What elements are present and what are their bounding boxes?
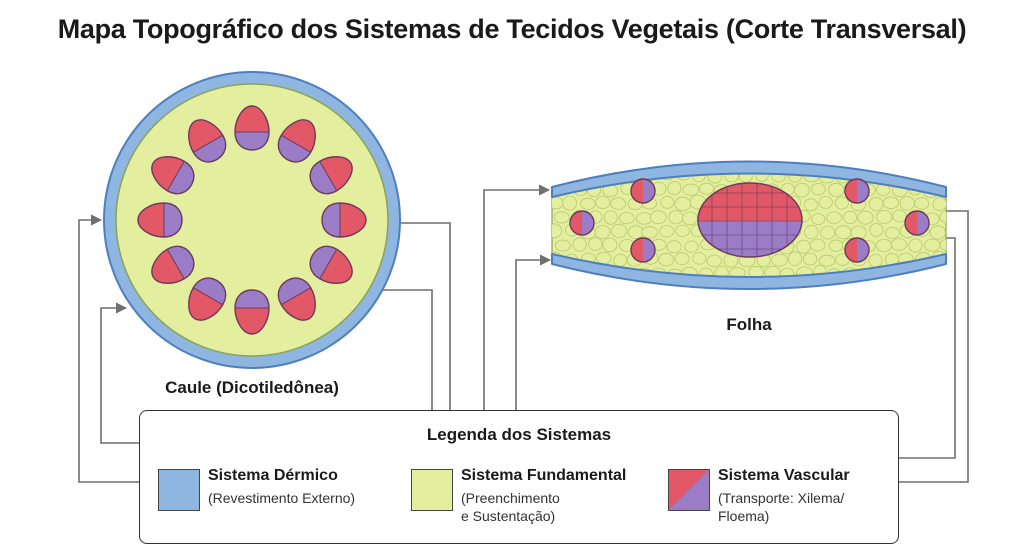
- leaf-vascular-bundle: [569, 210, 595, 236]
- connector-stem-dermal: [78, 214, 139, 483]
- legend-box: Legenda dos Sistemas Sistema Dérmico (Re…: [139, 410, 899, 544]
- stem-vascular-bundle: [151, 156, 195, 195]
- leaf-vascular-bundle: [630, 178, 656, 204]
- stem-vascular-bundle: [234, 105, 270, 151]
- legend-swatch-vascular: [668, 469, 710, 511]
- stem-vascular-bundle: [309, 156, 353, 195]
- leaf-cross-section: [551, 160, 947, 290]
- leaf-lower-epidermis: [551, 253, 947, 290]
- stem-vascular-bundles: [137, 105, 367, 335]
- stem-vascular-bundle: [309, 245, 353, 284]
- legend-desc-ground: (Preenchimento e Sustentação): [461, 490, 560, 524]
- legend-name-vascular: Sistema Vascular: [718, 467, 850, 484]
- connector-leaf-ground: [515, 254, 552, 410]
- diagram-title: Mapa Topográfico dos Sistemas de Tecidos…: [57, 14, 967, 44]
- connector-stem-ground: [100, 302, 139, 444]
- stem-cross-section: [103, 71, 401, 369]
- leaf-vascular-bundle: [844, 178, 870, 204]
- stem-vascular-bundle: [321, 202, 367, 238]
- leaf-label: Folha: [726, 315, 772, 334]
- legend-name-ground: Sistema Fundamental: [461, 467, 627, 484]
- stem-label: Caule (Dicotiledônea): [165, 378, 339, 397]
- legend-desc-vascular: (Transporte: Xilema/ Floema): [718, 490, 845, 524]
- stem-vascular-bundle: [188, 119, 227, 163]
- legend-name-dermal: Sistema Dérmico: [208, 467, 338, 484]
- legend-swatch-ground: [411, 469, 453, 511]
- leaf-vascular-bundle: [630, 237, 656, 263]
- stem-vascular-bundle: [151, 245, 195, 284]
- legend-desc-dermal: (Revestimento Externo): [208, 490, 356, 506]
- stem-vascular-bundle: [234, 289, 270, 335]
- leaf-vascular-bundle: [844, 237, 870, 263]
- legend-swatch-dermal: [158, 469, 200, 511]
- connector-leaf-dermal: [483, 184, 551, 410]
- stem-vascular-bundle: [277, 119, 316, 163]
- stem-vascular-bundle: [277, 277, 316, 321]
- legend-title: Legenda dos Sistemas: [426, 425, 612, 444]
- stem-ground-tissue: [115, 83, 389, 357]
- leaf-upper-epidermis: [551, 160, 947, 198]
- leaf-vascular-bundles: [569, 178, 930, 263]
- stem-vascular-bundle: [188, 277, 227, 321]
- leaf-vascular-bundle: [904, 210, 930, 236]
- stem-vascular-bundle: [137, 202, 183, 238]
